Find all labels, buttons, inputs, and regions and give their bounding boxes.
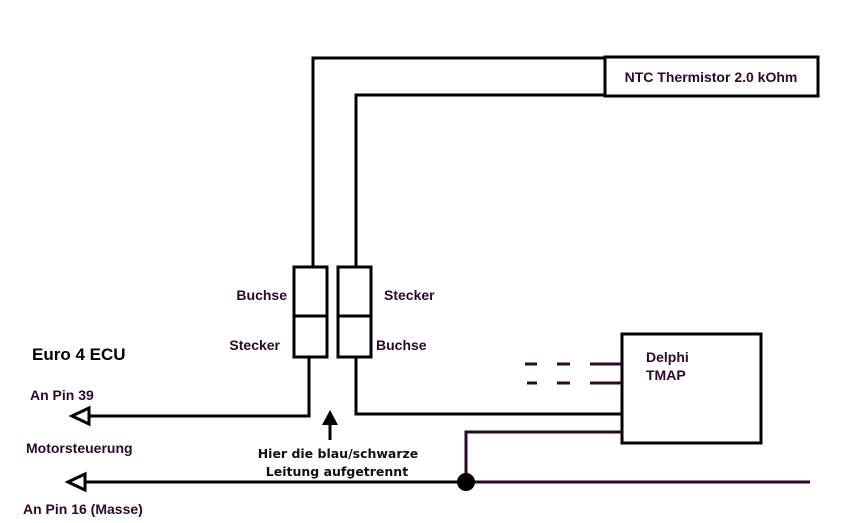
connector-left-bottom <box>292 314 329 359</box>
connector-left-bottom-label: Stecker <box>229 337 280 353</box>
connector-right-bottom-label: Buchse <box>376 337 427 353</box>
cut-annotation-line2: Leitung aufgetrennt <box>266 464 408 479</box>
arrow-pin39-icon <box>68 405 91 427</box>
ecu-label: Motorsteuerung <box>26 440 133 456</box>
wire-thermistor-left <box>311 56 605 267</box>
pin39-label: An Pin 39 <box>30 387 94 403</box>
connector-right-top <box>336 265 373 318</box>
connector-right-top-label: Stecker <box>384 287 435 303</box>
thermistor-box <box>603 55 820 98</box>
tmap-box <box>620 332 763 445</box>
wire-right-to-tmap <box>354 357 622 416</box>
tmap-label-line2: TMAP <box>646 367 686 383</box>
tmap-label-line1: Delphi <box>646 349 689 365</box>
connector-left-top-label: Buchse <box>236 287 287 303</box>
tmap-dashed-wires <box>525 362 622 385</box>
wire-pin39 <box>80 357 311 418</box>
cut-annotation-line1: Hier die blau/schwarze <box>258 446 419 461</box>
cut-arrow-icon <box>322 410 338 425</box>
connector-right-bottom <box>336 314 373 359</box>
pin16-label: An Pin 16 (Masse) <box>23 501 143 517</box>
junction-dot <box>457 473 475 491</box>
wire-thermistor-right <box>354 93 605 267</box>
arrow-pin16-icon <box>64 471 87 493</box>
thermistor-label: NTC Thermistor 2.0 kOhm <box>625 69 798 85</box>
connector-left-top <box>292 265 329 318</box>
wire-junction-to-tmap <box>464 430 622 482</box>
ecu-title: Euro 4 ECU <box>32 345 126 364</box>
